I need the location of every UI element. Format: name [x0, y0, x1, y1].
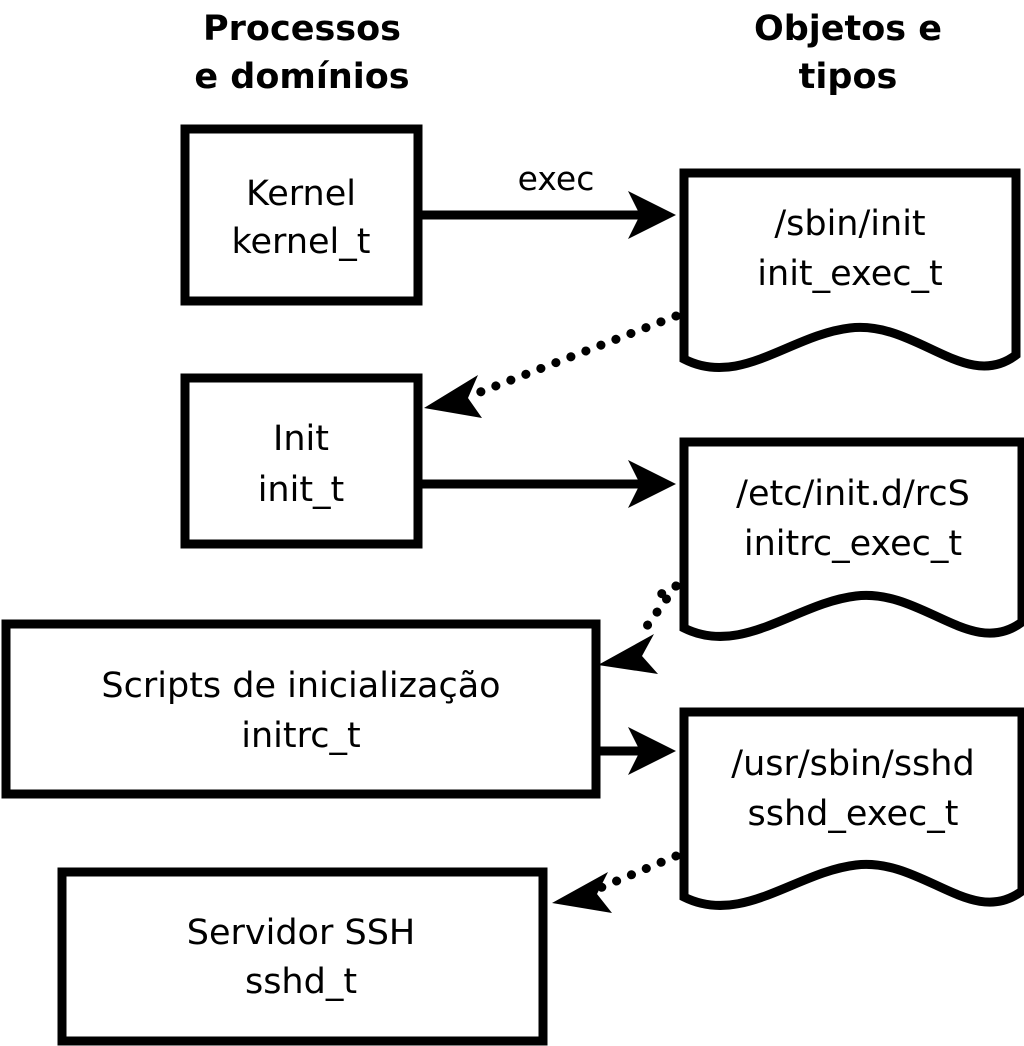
column-header-right-line1: Objetos e [754, 9, 942, 49]
node-initrc-type: initrc_t [241, 716, 360, 756]
edge-label-exec: exec [518, 159, 595, 198]
edge-line [639, 581, 681, 635]
edge-init-exec-initrc-exec [422, 460, 676, 508]
node-init[interactable]: Init init_t [180, 373, 423, 549]
node-init-exec[interactable]: /sbin/init init_exec_t [679, 168, 1021, 373]
arrow-head [598, 634, 658, 674]
arrow-head [424, 375, 482, 418]
arrow-head [628, 460, 676, 508]
node-kernel-name: Kernel [246, 174, 356, 214]
edge-sshd-exec-transition-sshd [552, 851, 681, 913]
node-sshd-exec-doc-shape[interactable] [679, 707, 1024, 910]
node-sshd-exec-path: /usr/sbin/sshd [731, 744, 974, 784]
node-sshd-box[interactable] [57, 867, 548, 1046]
node-sshd-type: sshd_t [245, 962, 357, 1002]
column-header-left-line2: e domínios [194, 57, 409, 97]
column-header-right-line2: tipos [799, 57, 898, 97]
node-kernel[interactable]: Kernel kernel_t [180, 124, 423, 306]
column-header-left: Processos e domínios [194, 9, 409, 97]
edge-initrc-exec-sshd-exec [600, 727, 676, 775]
node-kernel-box[interactable] [180, 124, 423, 306]
column-header-right: Objetos e tipos [754, 9, 942, 97]
node-initrc[interactable]: Scripts de inicialização initrc_t [1, 619, 601, 799]
node-initrc-exec-type: initrc_exec_t [744, 524, 962, 564]
node-init-exec-path: /sbin/init [774, 204, 925, 244]
node-init-name: Init [273, 419, 329, 459]
node-initrc-exec[interactable]: /etc/init.d/rcS initrc_exec_t [679, 437, 1024, 641]
node-sshd-exec[interactable]: /usr/sbin/sshd sshd_exec_t [679, 707, 1024, 910]
node-init-exec-type: init_exec_t [757, 254, 942, 294]
edge-line [465, 311, 681, 401]
node-initrc-exec-doc-shape[interactable] [679, 437, 1024, 641]
edge-init-exec-transition-init [424, 311, 681, 418]
node-kernel-type: kernel_t [232, 222, 371, 262]
node-sshd[interactable]: Servidor SSH sshd_t [57, 867, 548, 1046]
edge-kernel-exec-init-exec: exec [422, 159, 676, 239]
edge-initrc-exec-transition-initrc [598, 581, 681, 674]
arrow-head [628, 191, 676, 239]
node-initrc-exec-path: /etc/init.d/rcS [736, 474, 970, 514]
node-initrc-box[interactable] [1, 619, 601, 799]
arrow-head [628, 727, 676, 775]
edge-line [595, 851, 681, 893]
node-sshd-name: Servidor SSH [187, 913, 415, 953]
node-init-type: init_t [258, 470, 345, 510]
node-init-box[interactable] [180, 373, 423, 549]
node-init-exec-doc-shape[interactable] [679, 168, 1021, 373]
node-initrc-name: Scripts de inicialização [101, 666, 500, 706]
node-sshd-exec-type: sshd_exec_t [748, 794, 959, 834]
edge-line-hidden [645, 581, 681, 605]
arrow-head [552, 872, 612, 913]
column-header-left-line1: Processos [203, 9, 401, 49]
